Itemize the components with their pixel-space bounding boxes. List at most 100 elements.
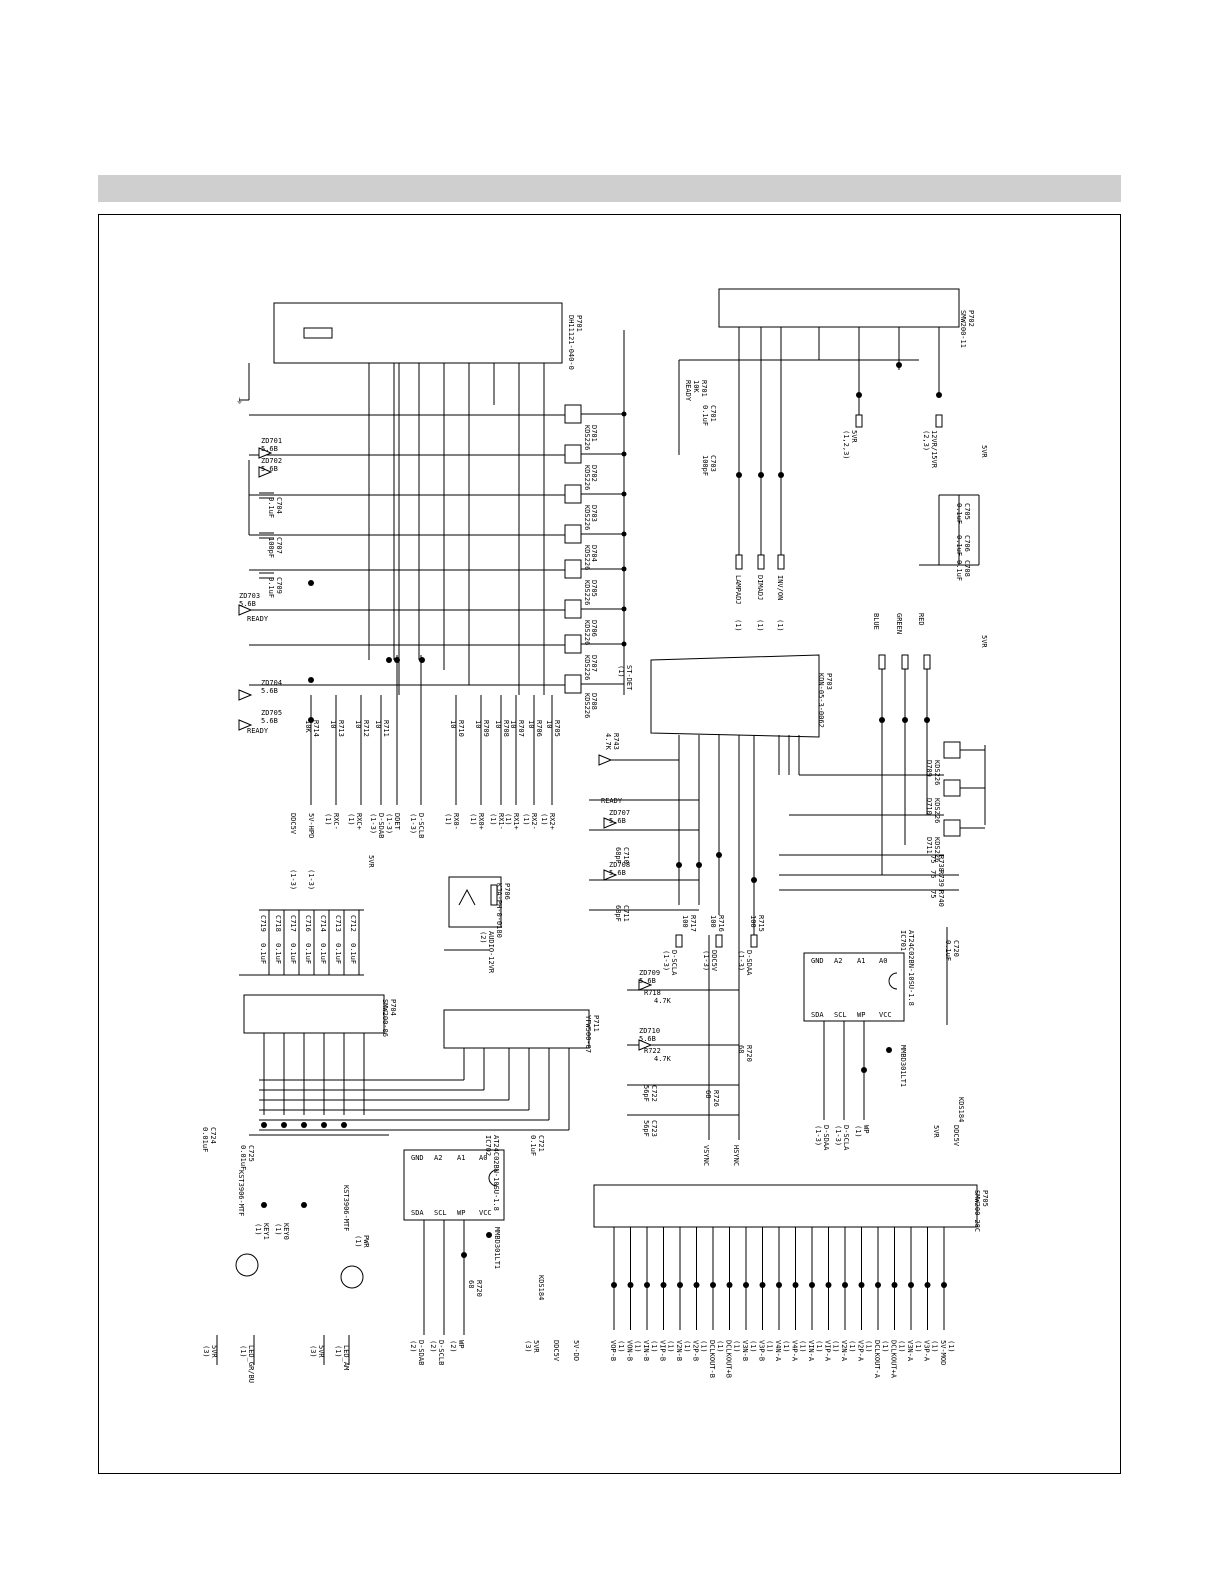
svg-text:5VR: 5VR (317, 1345, 325, 1358)
svg-text:C717: C717 (289, 915, 297, 932)
svg-text:D707: D707 (590, 655, 598, 672)
svg-text:ZD707: ZD707 (609, 809, 630, 817)
svg-text:5.6B: 5.6B (261, 445, 278, 453)
svg-text:MMBD301LT1: MMBD301LT1 (493, 1227, 501, 1269)
svg-text:P705: P705 (981, 1190, 989, 1207)
svg-text:(3): (3) (309, 1345, 317, 1358)
svg-text:R743: R743 (612, 733, 620, 750)
svg-text:D-SDAA: D-SDAA (745, 950, 753, 976)
svg-text:0.1uF: 0.1uF (274, 943, 282, 964)
svg-text:ZD702: ZD702 (261, 457, 282, 465)
p705-net-page: (1) (617, 1340, 625, 1353)
svg-text:R701: R701 (700, 380, 708, 397)
p705-net-label: V2P-A (857, 1340, 865, 1362)
svg-text:(1-3): (1-3) (307, 869, 315, 890)
p705-net-page: (1) (716, 1340, 724, 1353)
svg-text:GREEN: GREEN (895, 613, 903, 634)
svg-text:4.7K: 4.7K (604, 733, 612, 751)
svg-text:D702: D702 (590, 465, 598, 482)
svg-text:ZD704: ZD704 (261, 679, 282, 687)
svg-text:C719: C719 (259, 915, 267, 932)
svg-text:10: 10 (527, 720, 535, 728)
p705-pin-junction (875, 1282, 881, 1288)
svg-text:(3): (3) (524, 1340, 532, 1353)
svg-text:DDC5V: DDC5V (952, 1125, 960, 1147)
svg-text:KEY0: KEY0 (282, 1223, 290, 1240)
p705-net-label: DCLKOUT-B (708, 1340, 716, 1378)
svg-text:C723: C723 (650, 1120, 658, 1137)
svg-text:WP: WP (862, 1125, 870, 1133)
svg-text:(1): (1) (854, 1125, 862, 1138)
svg-text:AT24C02BN-10SU-1.8: AT24C02BN-10SU-1.8 (492, 1135, 500, 1211)
svg-text:D704: D704 (590, 545, 598, 562)
svg-text:A1: A1 (457, 1154, 465, 1162)
svg-text:10: 10 (374, 720, 382, 728)
svg-text:ZD708: ZD708 (609, 861, 630, 869)
svg-text:(1-3): (1-3) (834, 1125, 842, 1146)
svg-text:RXC-: RXC- (332, 813, 340, 830)
svg-text:(1): (1) (274, 1223, 282, 1236)
svg-text:10: 10 (329, 720, 337, 728)
svg-text:D-SDAB: D-SDAB (377, 813, 385, 838)
svg-text:68: 68 (704, 1090, 712, 1098)
svg-text:LAMPADJ: LAMPADJ (734, 575, 742, 605)
svg-text:R738: R738 (937, 855, 945, 872)
diode-rails (249, 413, 624, 686)
p705-net-page: (1) (733, 1340, 741, 1353)
svg-text:A2: A2 (834, 957, 842, 965)
svg-text:5VR: 5VR (980, 635, 988, 648)
svg-text:C714: C714 (319, 915, 327, 932)
ready-label: READY (247, 727, 269, 735)
p705-pin-junction (825, 1282, 832, 1288)
svg-text:R718: R718 (644, 989, 661, 997)
svg-text:IC701: IC701 (899, 930, 907, 951)
svg-text:C716: C716 (304, 915, 312, 932)
svg-text:C703: C703 (709, 455, 717, 472)
p705-net-page: (1) (914, 1340, 922, 1353)
svg-text:10: 10 (449, 720, 457, 728)
svg-text:(2): (2) (429, 1340, 437, 1353)
svg-text:KDS184: KDS184 (537, 1275, 545, 1300)
svg-text:R712: R712 (362, 720, 370, 737)
svg-text:KDS226: KDS226 (583, 465, 591, 490)
p705-net-label: V4N-A (774, 1340, 782, 1362)
svg-text:AUDIO-12VR: AUDIO-12VR (487, 931, 495, 974)
svg-text:PWR: PWR (362, 1235, 370, 1248)
svg-text:C720: C720 (952, 940, 960, 957)
svg-text:A1: A1 (857, 957, 865, 965)
svg-text:C704: C704 (275, 497, 283, 514)
p705-net-label: VIP-A (824, 1340, 832, 1362)
svg-text:(1-3): (1-3) (385, 813, 393, 834)
svg-text:(1): (1) (504, 813, 512, 826)
svg-text:R714: R714 (312, 720, 320, 737)
p705-pin-junction (759, 1282, 766, 1288)
svg-text:C721: C721 (537, 1135, 545, 1152)
svg-text:0.1uF: 0.1uF (955, 560, 963, 581)
svg-text:D701: D701 (590, 425, 598, 442)
svg-text:ZD701: ZD701 (261, 437, 282, 445)
p705-pin-junction (858, 1282, 865, 1288)
svg-text:D703: D703 (590, 505, 598, 522)
p705-pin-junction (743, 1282, 749, 1288)
net-5v-hpd: 5V-HPD (307, 813, 315, 838)
svg-text:R706: R706 (535, 720, 543, 737)
svg-text:A0: A0 (879, 957, 887, 965)
svg-text:KDS226: KDS226 (583, 693, 591, 718)
svg-text:R705: R705 (553, 720, 561, 737)
svg-text:100pF: 100pF (701, 455, 709, 476)
svg-text:RX1-: RX1- (497, 813, 505, 830)
p705-pin-junction (644, 1282, 650, 1288)
svg-text:(1): (1) (617, 665, 625, 678)
connector-p703: P703 KDN-05-3-0062 (650, 654, 833, 935)
svg-text:SDA: SDA (811, 1011, 824, 1019)
svg-text:68pF: 68pF (614, 905, 622, 922)
svg-text:VCC: VCC (479, 1209, 492, 1217)
p702-net-labels: LAMPADJ(1) DIMADJ(1) INV/ON(1) 5VR(1,2,3… (734, 414, 988, 632)
svg-text:R716: R716 (717, 915, 725, 932)
svg-text:5.6B: 5.6B (639, 1035, 656, 1043)
p705-net-page: (1) (766, 1340, 774, 1353)
